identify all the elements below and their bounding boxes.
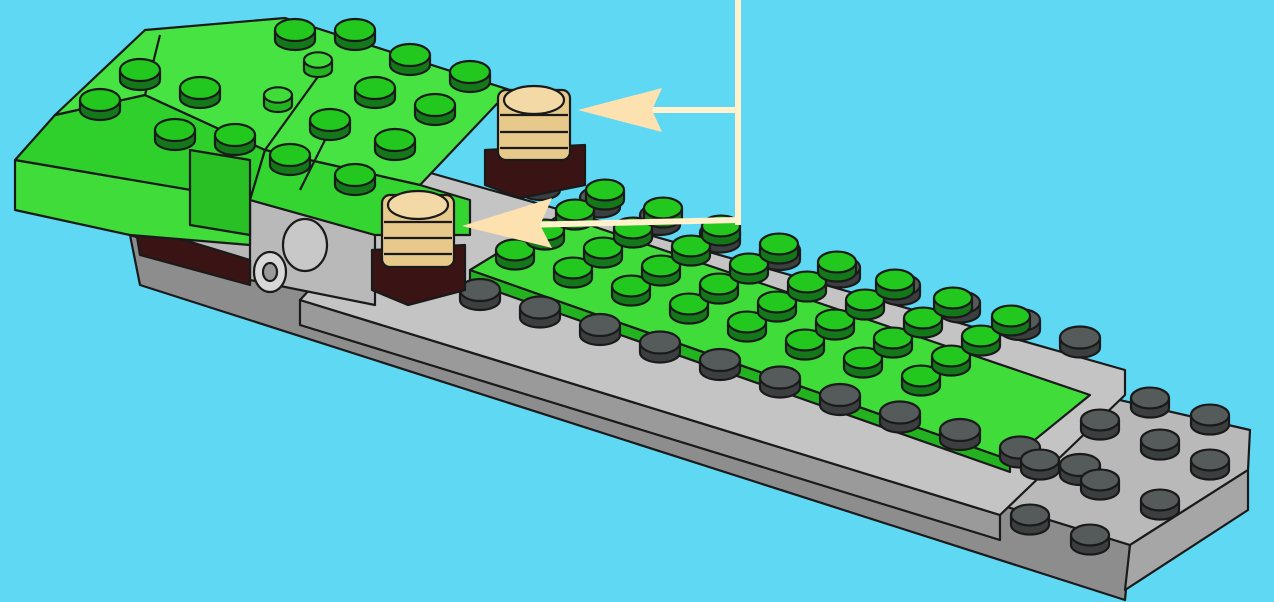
stud — [1191, 405, 1229, 435]
stud — [355, 77, 395, 108]
stud — [270, 144, 310, 175]
arrow-upper-icon — [578, 88, 662, 132]
stud — [80, 89, 120, 120]
stud — [264, 87, 292, 112]
stud — [1141, 490, 1179, 520]
stud — [940, 419, 980, 450]
new-part-rear — [485, 86, 585, 198]
stud — [580, 314, 620, 345]
stud — [760, 234, 798, 264]
stud — [880, 402, 920, 433]
stud — [1071, 525, 1109, 555]
stud — [304, 52, 332, 77]
stud — [1081, 410, 1119, 440]
stud — [640, 332, 680, 363]
stud — [818, 252, 856, 282]
stud — [876, 270, 914, 300]
stud — [934, 288, 972, 318]
stud — [275, 19, 315, 50]
stud — [180, 77, 220, 108]
stud — [820, 384, 860, 415]
stud — [335, 19, 375, 50]
stud — [335, 164, 375, 195]
stud — [520, 297, 560, 328]
stud — [155, 119, 195, 150]
stud — [450, 61, 490, 92]
stud — [760, 367, 800, 398]
new-part-front — [372, 191, 465, 305]
stud — [586, 180, 624, 210]
stud — [215, 124, 255, 155]
stud — [1021, 450, 1059, 480]
stud — [1060, 327, 1100, 358]
stud — [1011, 505, 1049, 535]
stud — [1191, 450, 1229, 480]
stud — [1131, 388, 1169, 418]
stud — [1081, 470, 1119, 500]
stud — [310, 109, 350, 140]
stud — [415, 94, 455, 125]
stud — [992, 306, 1030, 336]
stud — [390, 44, 430, 75]
stud — [700, 349, 740, 380]
stud — [120, 59, 160, 90]
stud — [1141, 430, 1179, 460]
stud — [375, 129, 415, 160]
